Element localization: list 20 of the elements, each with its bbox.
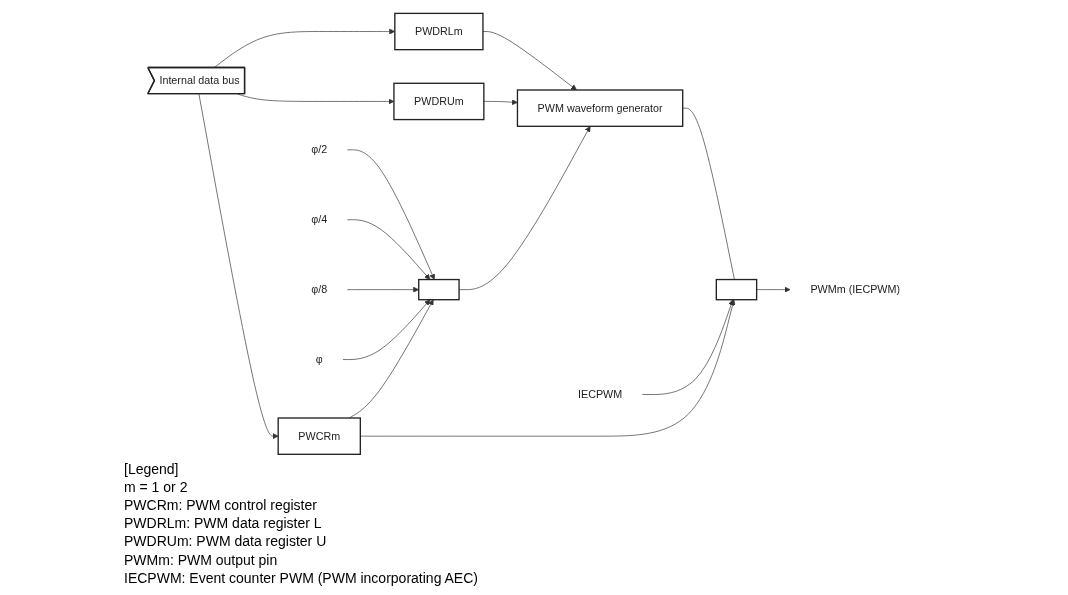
legend-text: IECPWM: Event counter PWM (PWM incorporating AEC) [124, 568, 478, 587]
node-box: PWM waveform generator [516, 89, 684, 127]
node-text: φ/8 [311, 283, 328, 296]
legend-text: [Legend] [124, 459, 179, 478]
node-text: φ [315, 353, 323, 365]
node-text: IECPWM [577, 388, 623, 400]
legend-text: PWMm: PWM output pin [124, 550, 278, 569]
legend-text: PWCRm: PWM control register [124, 496, 317, 515]
node-box [418, 278, 460, 301]
node-box [715, 278, 758, 301]
node-box: PWCRm [277, 417, 361, 455]
legend-text: PWDRUm: PWM data register U [124, 532, 327, 551]
connector [682, 107, 735, 280]
node-text: PWMm (IECPWM) [810, 283, 901, 296]
legend-text: PWDRLm: PWM data register L [124, 514, 322, 533]
node-text: φ/4 [311, 213, 328, 226]
node-text: φ/2 [311, 143, 328, 156]
node-box: PWDRLm [394, 12, 484, 51]
legend-text: m = 1 or 2 [124, 477, 188, 497]
node-box: PWDRUm [393, 82, 485, 121]
